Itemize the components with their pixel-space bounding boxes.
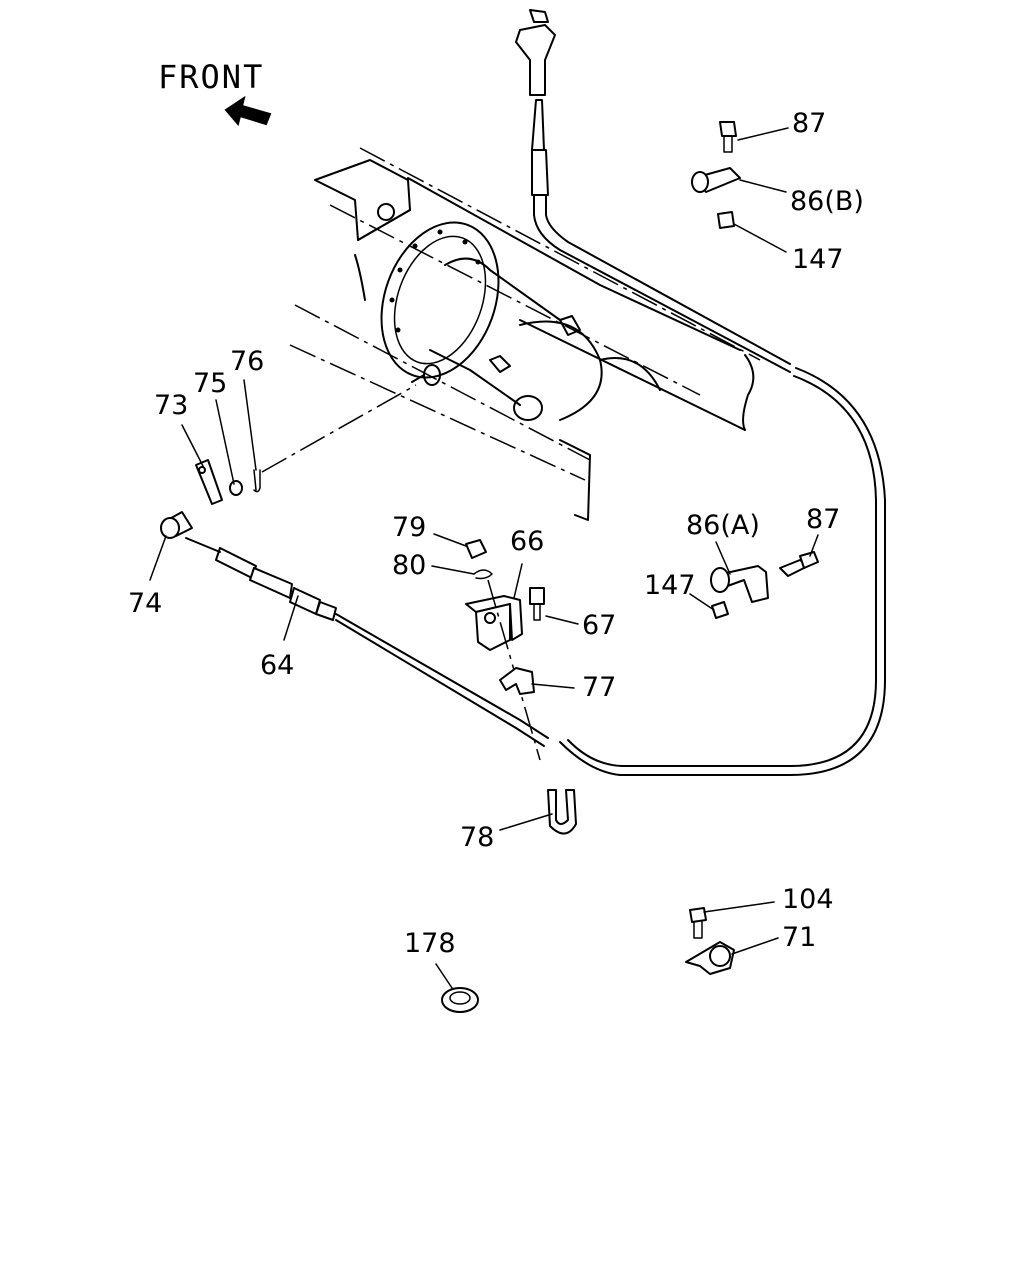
callout-leaders	[149, 127, 819, 989]
callout-73: 73	[154, 390, 188, 421]
callout-64: 64	[260, 650, 294, 681]
parking-brake-cable-upper	[515, 9, 886, 776]
callout-74: 74	[128, 588, 162, 619]
callout-71: 71	[782, 922, 816, 953]
callout-77: 77	[582, 672, 616, 703]
callout-78: 78	[460, 822, 494, 853]
part-73-lever	[195, 459, 223, 505]
bracket-66	[465, 595, 523, 651]
callout-87-top: 87	[792, 108, 826, 139]
clamp-86b-assembly	[691, 121, 741, 229]
callout-75: 75	[193, 368, 227, 399]
clamp-86a-assembly	[710, 551, 819, 619]
part-79	[465, 539, 487, 559]
part-67-bolt	[529, 587, 545, 605]
callout-87-right: 87	[806, 504, 840, 535]
chassis-frame	[289, 147, 761, 521]
callout-66: 66	[510, 526, 544, 557]
part-80-clip	[473, 569, 493, 580]
part-178-grommet	[441, 987, 479, 1013]
callout-178: 178	[404, 928, 456, 959]
leader-line-axle	[261, 384, 417, 473]
part-78-u-pin	[547, 789, 577, 835]
part-77-clamp	[499, 667, 535, 695]
callout-104: 104	[782, 884, 834, 915]
callout-80: 80	[392, 550, 426, 581]
callout-86a: 86(A)	[686, 510, 760, 541]
front-label: FRONT	[158, 58, 264, 96]
callout-79: 79	[392, 512, 426, 543]
callout-147-top: 147	[792, 244, 844, 275]
part-75-washer	[229, 480, 243, 496]
clamp-71-assembly	[685, 907, 735, 975]
callout-67: 67	[582, 610, 616, 641]
callout-76: 76	[230, 346, 264, 377]
front-arrow-icon	[224, 95, 272, 127]
part-76-pin	[253, 469, 261, 493]
callout-86b: 86(B)	[790, 186, 864, 217]
callout-147-right: 147	[644, 570, 696, 601]
